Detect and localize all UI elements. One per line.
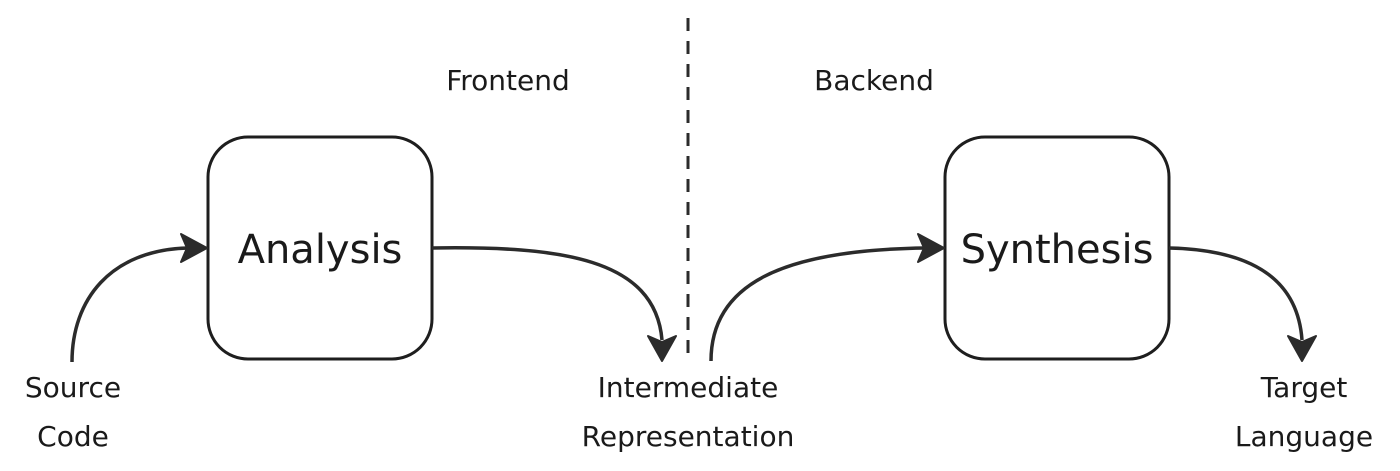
frontend-label: Frontend: [446, 64, 570, 97]
intermediate-to-synthesis-arrowhead: [917, 233, 945, 263]
intermediate-representation-label-line2: Representation: [582, 420, 795, 453]
analysis-to-intermediate-arrow: [431, 246, 664, 341]
synthesis-label: Synthesis: [961, 227, 1154, 273]
intermediate-to-synthesis-arrow: [709, 246, 926, 362]
source-code-label-line1: Source: [25, 371, 121, 404]
source-to-analysis-arrowhead: [180, 233, 208, 263]
source-to-analysis-arrow: [70, 246, 189, 363]
analysis-label: Analysis: [238, 227, 403, 273]
synthesis-to-target-arrow: [1168, 246, 1304, 341]
target-language-label-line1: Target: [1260, 371, 1348, 404]
intermediate-representation-label-line1: Intermediate: [598, 371, 779, 404]
synthesis-to-target-arrowhead: [1287, 335, 1317, 362]
backend-label: Backend: [814, 64, 934, 97]
target-language-label-line2: Language: [1235, 420, 1373, 453]
analysis-to-intermediate-arrowhead: [647, 335, 677, 362]
source-code-label-line2: Code: [37, 420, 109, 453]
